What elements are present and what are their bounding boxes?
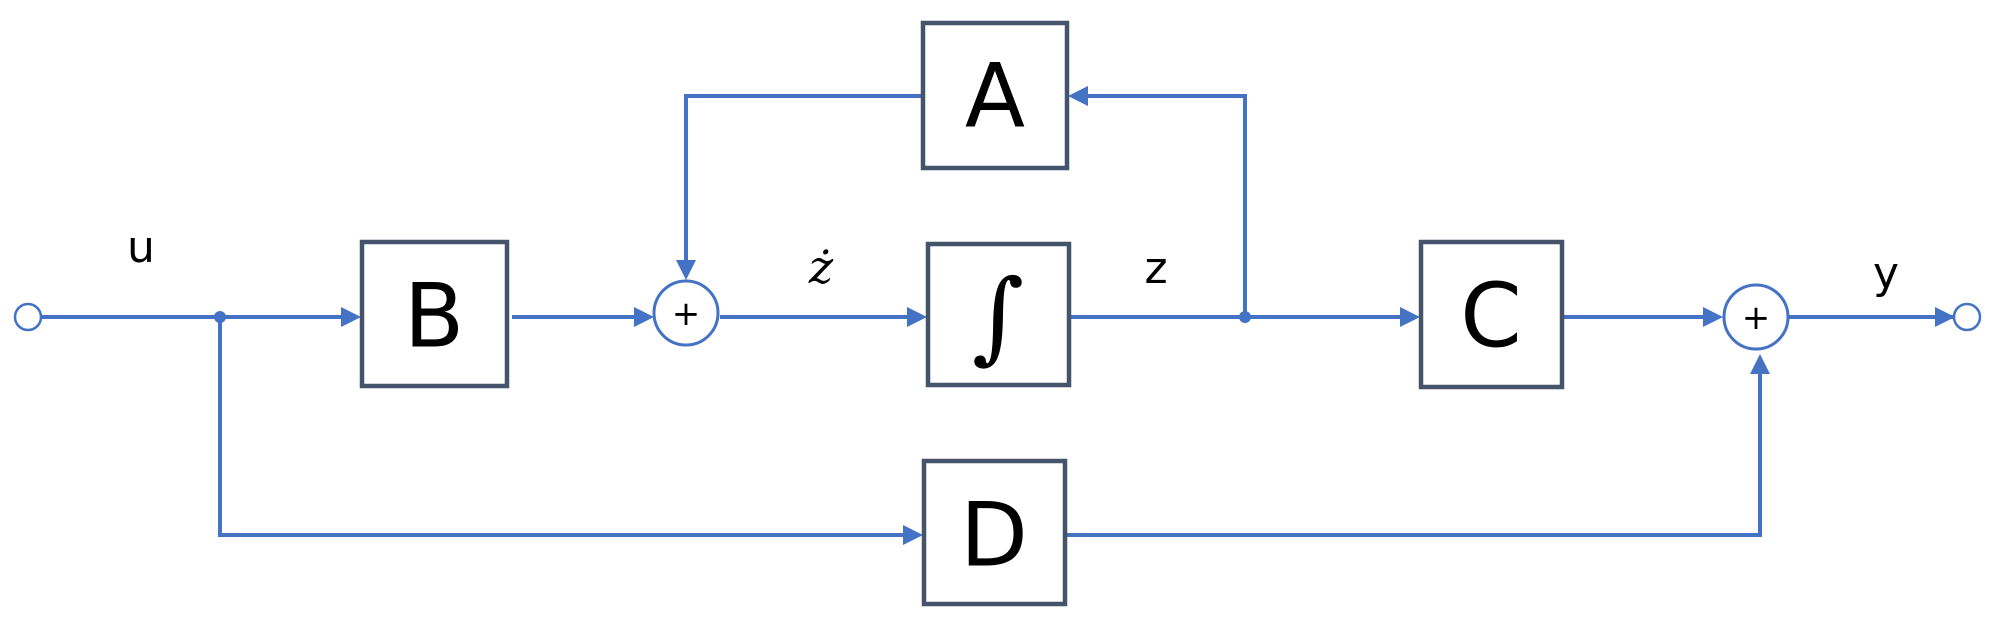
arrowhead-into-b	[341, 307, 361, 327]
integrator-box	[925, 241, 1072, 388]
block-b-label: B	[404, 265, 464, 368]
arrowhead-into-integrator	[907, 307, 927, 327]
arrowhead-into-d	[903, 525, 923, 545]
state-sum-sign: +	[672, 294, 701, 334]
wire-state-to-a	[1084, 94, 1247, 317]
integrator-block: ∫	[925, 241, 1072, 388]
state-summing-junction: +	[652, 279, 720, 347]
block-c-label: C	[1460, 265, 1521, 368]
block-b: B	[359, 239, 510, 389]
arrowhead-into-output-terminal	[1935, 307, 1955, 327]
block-d-label: D	[960, 484, 1028, 587]
output-sum-circle	[1722, 283, 1790, 351]
signal-label-y: y	[1873, 248, 1899, 299]
wire-a-to-state-sum	[684, 94, 922, 268]
wire-input-to-d	[218, 317, 908, 537]
arrowheads	[341, 86, 1955, 545]
integrator-symbol: ∫	[972, 258, 1024, 375]
signal-label-u: u	[127, 222, 155, 273]
output-summing-junction: +	[1722, 283, 1790, 351]
block-d: D	[921, 458, 1068, 607]
state-sum-circle	[652, 279, 720, 347]
arrowhead-into-state-sum-top	[676, 260, 696, 280]
block-a: A	[920, 20, 1070, 171]
block-a-box	[920, 20, 1070, 171]
output-terminal	[1952, 302, 1982, 332]
signal-label-z: z	[1144, 243, 1167, 294]
arrowhead-into-output-sum-left	[1703, 307, 1723, 327]
wire-d-to-output-sum	[1066, 366, 1762, 537]
signal-label-z-dot: ż	[808, 240, 834, 294]
arrowhead-into-c	[1400, 307, 1420, 327]
arrowhead-into-state-sum-left	[634, 307, 654, 327]
state-branch-point	[1239, 311, 1251, 323]
input-branch-point	[214, 311, 226, 323]
wires	[38, 94, 1955, 537]
input-terminal	[13, 302, 43, 332]
output-sum-sign: +	[1742, 298, 1771, 338]
block-b-box	[359, 239, 510, 389]
arrowhead-into-output-sum-bottom	[1750, 354, 1770, 374]
block-c-box	[1418, 239, 1565, 390]
block-c: C	[1418, 239, 1565, 390]
block-d-box	[921, 458, 1068, 607]
arrowhead-into-a	[1068, 86, 1088, 106]
block-a-label: A	[965, 45, 1025, 148]
